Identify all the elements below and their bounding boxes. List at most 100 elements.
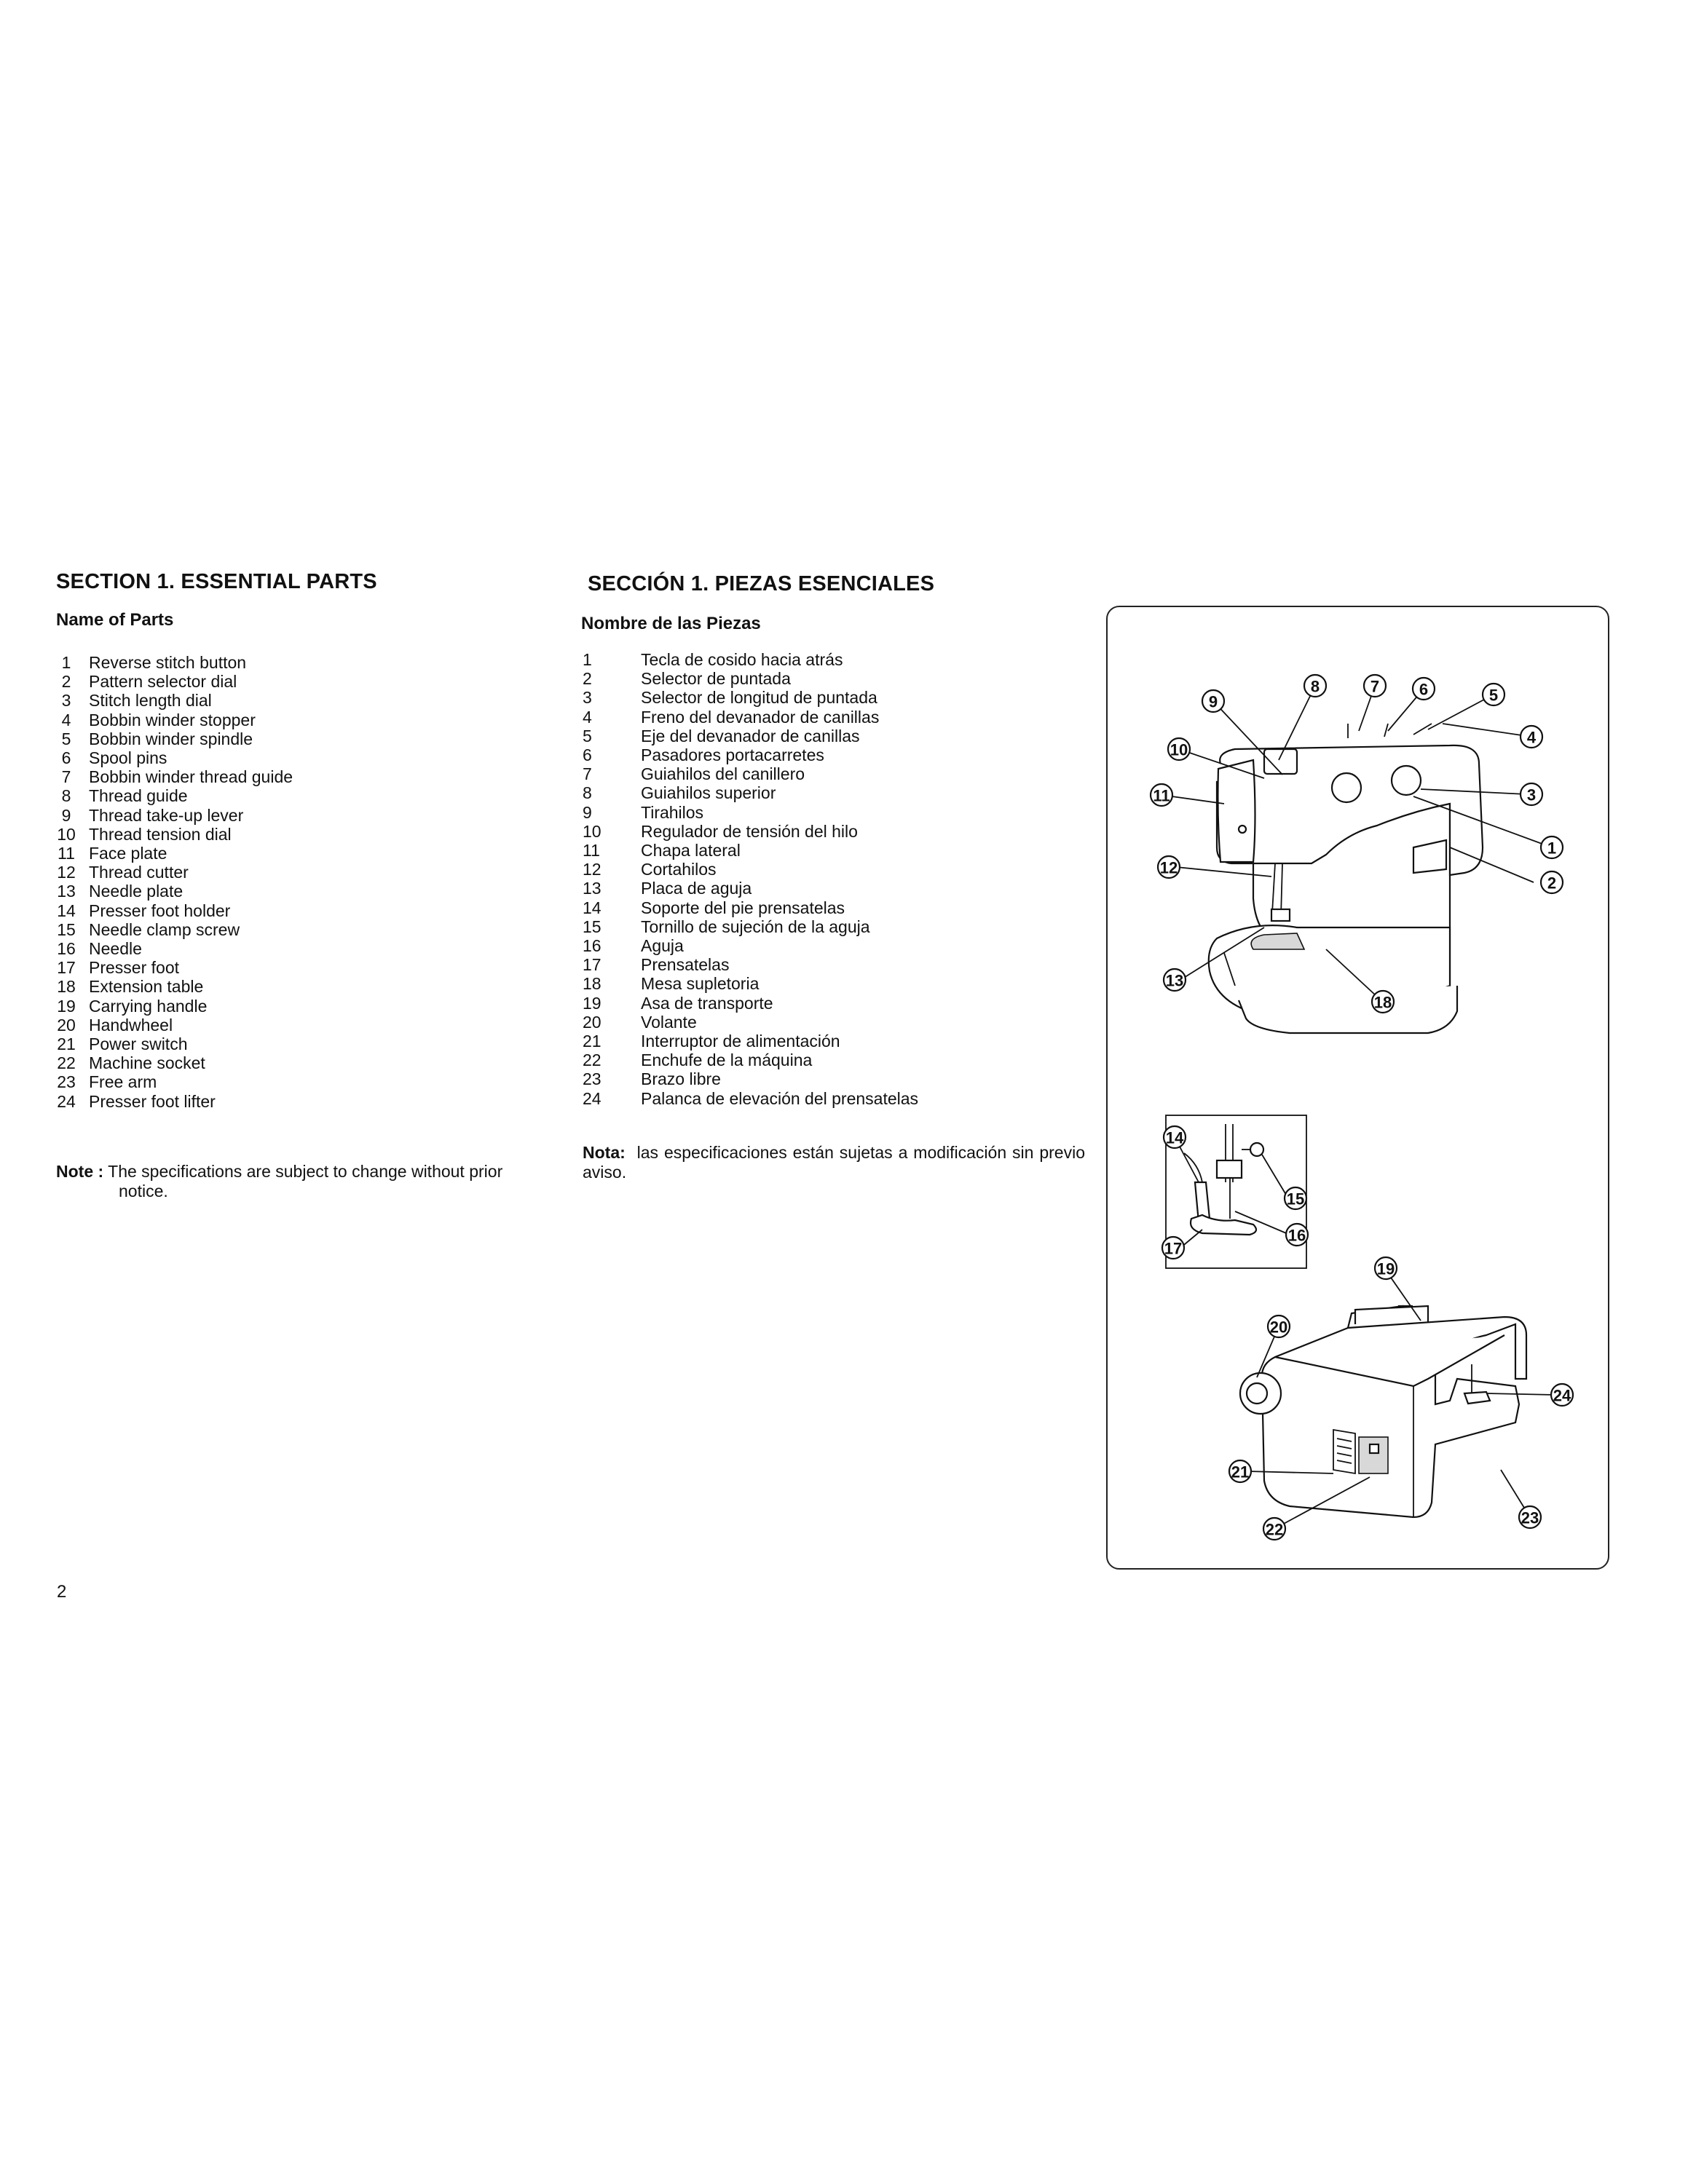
svg-text:10: 10 [1170, 741, 1188, 759]
callout-6: 6 [1411, 676, 1436, 701]
part-name: Extension table [89, 977, 204, 997]
part-name: Volante [641, 1012, 697, 1032]
needle-detail-view [1174, 1124, 1290, 1249]
part-name: Regulador de tensión del hilo [641, 821, 858, 841]
page-number: 2 [57, 1582, 67, 1602]
part-number: 21 [57, 1034, 76, 1054]
machine-back-view [1239, 1305, 1528, 1519]
part-number: 10 [583, 821, 602, 841]
note-label-english: Note : [56, 1162, 104, 1181]
subtitle-english: Name of Parts [56, 610, 174, 630]
part-name: Face plate [89, 844, 167, 863]
svg-text:12: 12 [1160, 859, 1178, 877]
callout-3: 3 [1519, 782, 1544, 807]
part-name: Palanca de elevación del prensatelas [641, 1088, 919, 1108]
part-item-english: 21 Power switch [44, 1034, 293, 1053]
part-number: 19 [57, 996, 76, 1016]
svg-text:20: 20 [1270, 1318, 1287, 1337]
part-name: Guiahilos superior [641, 783, 776, 803]
note-english: Note : The specifications are subject to… [56, 1162, 502, 1201]
part-item-spanish: 8 Guiahilos superior [583, 783, 918, 802]
note-text-spanish: las especificaciones están sujetas a mod… [583, 1143, 1085, 1182]
part-name: Tecla de cosido hacia atrás [641, 650, 843, 669]
note-text-english-2: notice. [119, 1182, 168, 1200]
part-number: 4 [61, 710, 71, 729]
part-name: Pasadores portacarretes [641, 745, 824, 765]
svg-text:7: 7 [1370, 678, 1379, 696]
callout-9: 9 [1201, 689, 1226, 713]
part-number: 15 [583, 917, 602, 936]
part-item-spanish: 10 Regulador de tensión del hilo [583, 822, 918, 841]
part-name: Power switch [89, 1034, 188, 1054]
callout-13: 13 [1162, 968, 1187, 992]
part-name: Chapa lateral [641, 841, 741, 860]
svg-text:19: 19 [1377, 1260, 1395, 1278]
part-number: 1 [61, 653, 71, 672]
note-text-english: The specifications are subject to change… [108, 1162, 503, 1181]
callout-7: 7 [1362, 673, 1387, 698]
part-number: 3 [61, 691, 71, 711]
callout-15: 15 [1283, 1186, 1308, 1211]
svg-text:24: 24 [1553, 1387, 1571, 1405]
part-item-spanish: 12 Cortahilos [583, 860, 918, 879]
part-name: Thread guide [89, 786, 188, 806]
part-number: 8 [583, 783, 592, 803]
part-name: Needle plate [89, 882, 184, 901]
callout-16: 16 [1285, 1222, 1309, 1247]
part-number: 14 [57, 901, 76, 920]
part-number: 12 [583, 860, 602, 879]
part-name: Bobbin winder thread guide [89, 767, 293, 787]
callout-4: 4 [1519, 724, 1544, 749]
part-number: 23 [57, 1072, 76, 1092]
part-name: Spool pins [89, 748, 167, 768]
part-name: Cortahilos [641, 860, 717, 879]
part-number: 7 [61, 767, 71, 787]
part-name: Placa de aguja [641, 879, 752, 898]
part-name: Handwheel [89, 1015, 173, 1034]
callout-19: 19 [1373, 1256, 1398, 1281]
svg-text:6: 6 [1419, 681, 1428, 699]
part-number: 24 [583, 1088, 602, 1108]
svg-text:14: 14 [1166, 1129, 1184, 1147]
part-item-english: 7 Bobbin winder thread guide [44, 767, 293, 786]
part-number: 22 [57, 1053, 76, 1073]
callout-20: 20 [1266, 1314, 1291, 1339]
part-name: Needle clamp screw [89, 919, 240, 939]
svg-text:16: 16 [1288, 1227, 1306, 1245]
part-item-spanish: 24 Palanca de elevación del prensatelas [583, 1089, 918, 1108]
callout-1: 1 [1539, 835, 1564, 860]
part-name: Thread tension dial [89, 824, 232, 844]
part-name: Brazo libre [641, 1069, 721, 1089]
part-name: Freno del devanador de canillas [641, 707, 880, 727]
svg-text:4: 4 [1527, 729, 1537, 747]
note-label-spanish: Nota: [583, 1143, 626, 1162]
section-title-spanish: SECCIÓN 1. PIEZAS ESENCIALES [588, 572, 935, 596]
section-title-english: SECTION 1. ESSENTIAL PARTS [56, 570, 377, 593]
part-number: 16 [57, 939, 76, 959]
callout-10: 10 [1167, 737, 1191, 761]
part-number: 22 [583, 1051, 602, 1070]
part-name: Bobbin winder stopper [89, 710, 256, 729]
leader-lines-front [1161, 685, 1553, 997]
part-name: Tirahilos [641, 802, 704, 822]
